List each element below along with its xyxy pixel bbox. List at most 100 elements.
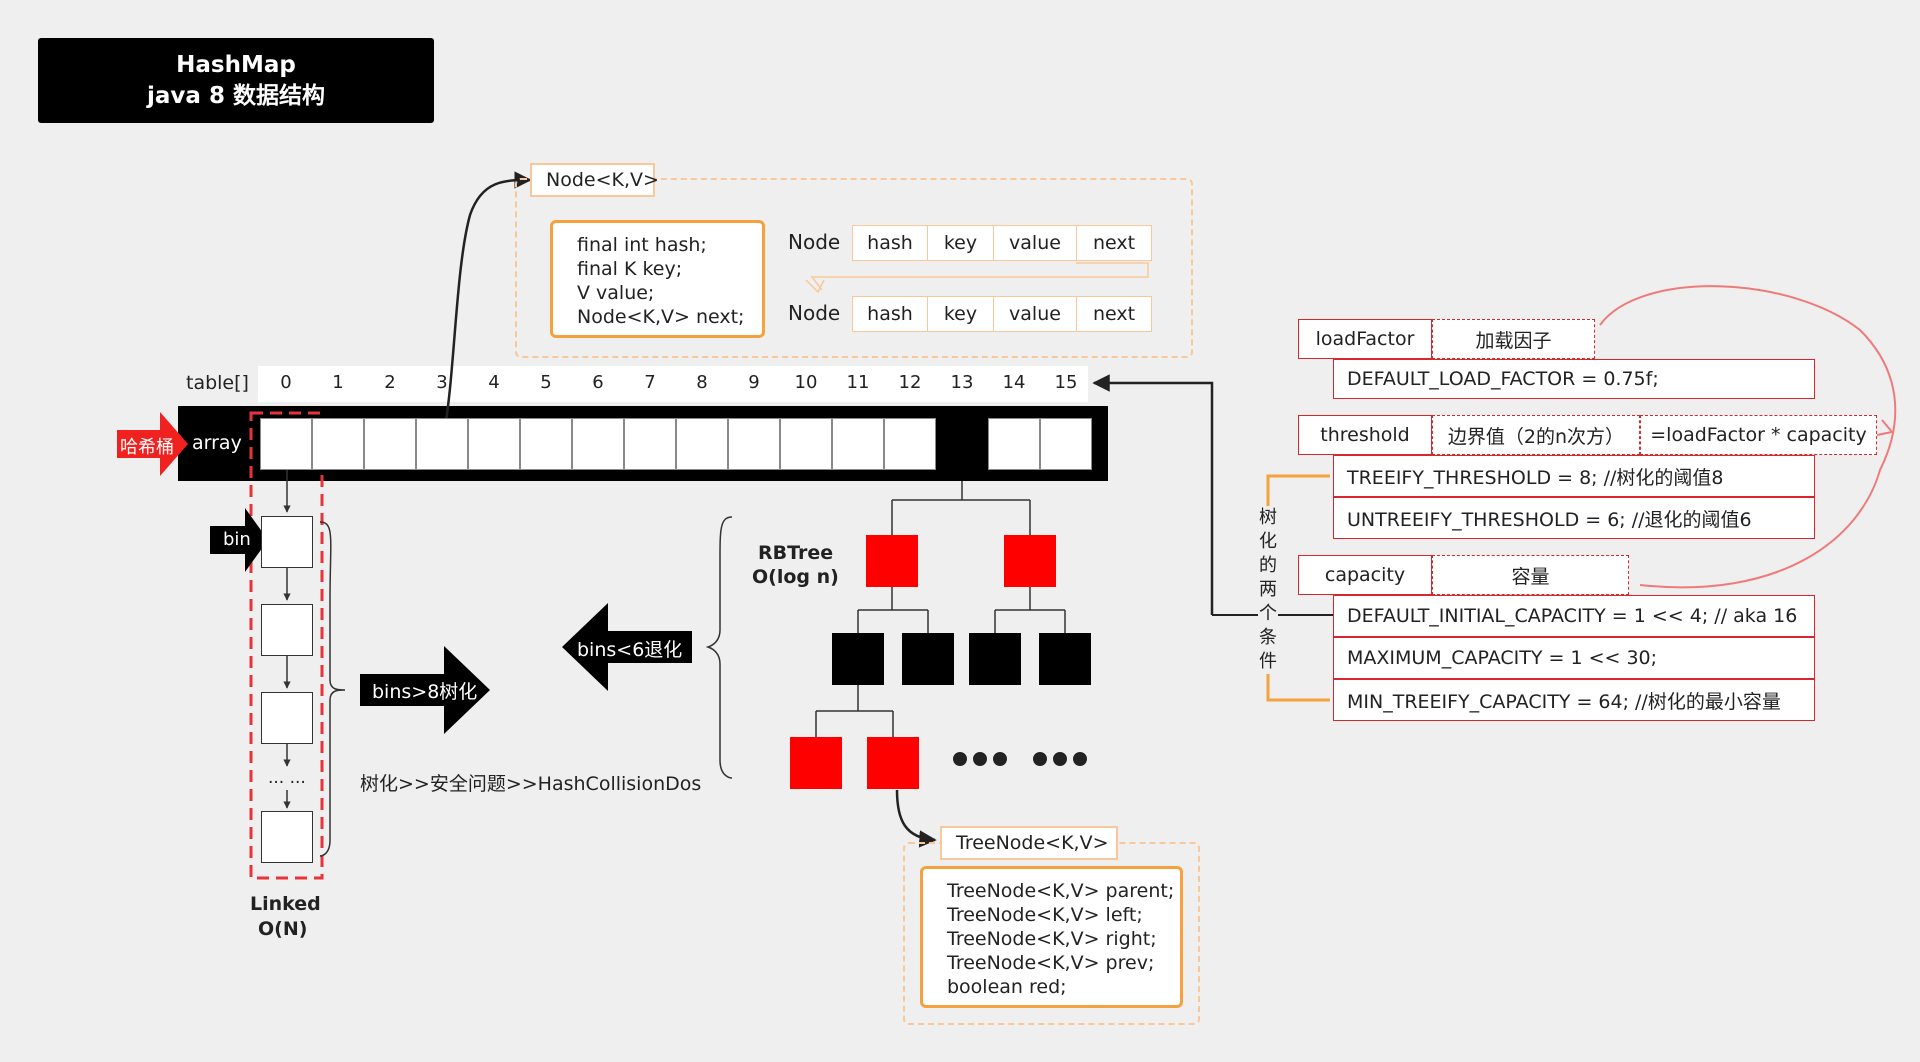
index-strip <box>258 366 1088 402</box>
treeify-arrow <box>360 646 490 734</box>
param-loadfactor-name: loadFactor <box>1298 319 1432 359</box>
param-loadfactor-desc: 加载因子 <box>1432 319 1595 359</box>
table-index: 3 <box>436 372 448 393</box>
table-index: 7 <box>644 372 656 393</box>
bucket-label: 哈希桶 <box>120 437 174 458</box>
node-row2: hash key value next <box>852 296 1152 332</box>
linked-node <box>261 811 313 863</box>
table-index: 0 <box>280 372 292 393</box>
param-threshold-desc: 边界值（2的n次方） <box>1432 415 1640 455</box>
node-field: hash <box>853 297 928 331</box>
linked-node <box>261 516 313 568</box>
array-cell <box>1040 418 1092 470</box>
param-max-capacity: MAXIMUM_CAPACITY = 1 << 30; <box>1333 637 1815 679</box>
param-untreeify-threshold: UNTREEIFY_THRESHOLD = 6; //退化的阈值6 <box>1333 497 1815 539</box>
ellipsis-dot <box>1073 752 1087 766</box>
linked-ellipsis: ... ... <box>268 768 306 788</box>
table-index: 6 <box>592 372 604 393</box>
array-cell-13 <box>936 418 988 470</box>
tree-node-red <box>1004 535 1056 587</box>
tree-node-black <box>1039 633 1091 685</box>
array-cell <box>416 418 468 470</box>
bin-label: bin <box>223 529 251 550</box>
tree-node-black <box>969 633 1021 685</box>
node-row2-label: Node <box>788 301 841 325</box>
node-field: key <box>928 297 994 331</box>
array-cell <box>624 418 676 470</box>
bin-arrow <box>210 508 268 572</box>
node-field: next <box>1092 303 1136 325</box>
param-default-capacity: DEFAULT_INITIAL_CAPACITY = 1 << 4; // ak… <box>1333 595 1815 637</box>
treeify-note: 树化>>安全问题>>HashCollisionDos <box>360 773 702 795</box>
treenode-panel-tag: TreeNode<K,V> <box>940 826 1118 860</box>
condition-char: 的 <box>1259 555 1277 576</box>
bucket-highlight <box>249 411 324 880</box>
array-cell <box>676 418 728 470</box>
rbtree-label-1: RBTree <box>758 542 834 564</box>
table-index: 2 <box>384 372 396 393</box>
tree-node-black <box>902 633 954 685</box>
array-cell <box>832 418 884 470</box>
node-field: key <box>928 226 994 260</box>
untreeify-label: bins<6退化 <box>577 639 683 661</box>
table-index: 1 <box>332 372 344 393</box>
title-box: HashMap java 8 数据结构 <box>38 38 434 123</box>
table-index: 8 <box>696 372 708 393</box>
node-row1: hash key value next <box>852 225 1152 261</box>
node-field: value <box>994 297 1077 331</box>
tree-node-red <box>790 737 842 789</box>
node-panel-tag: Node<K,V> <box>530 163 659 197</box>
condition-char: 个 <box>1259 603 1277 624</box>
param-capacity-name: capacity <box>1298 555 1432 595</box>
rbtree-label-2: O(log n) <box>752 566 839 588</box>
ellipsis-dot <box>973 752 987 766</box>
bucket-arrow <box>117 412 188 476</box>
tree-node-red <box>867 737 919 789</box>
linked-caption-1: Linked <box>250 893 321 915</box>
table-label: table[] <box>186 372 249 394</box>
treeify-label: bins>8树化 <box>372 681 478 703</box>
array-cell <box>364 418 416 470</box>
title-line1: HashMap <box>176 51 296 78</box>
array-cell <box>312 418 364 470</box>
param-capacity-desc: 容量 <box>1432 555 1629 595</box>
table-index: 10 <box>794 372 818 393</box>
ellipsis-dot <box>1033 752 1047 766</box>
table-index: 4 <box>488 372 500 393</box>
array-cell <box>884 418 936 470</box>
table-index: 9 <box>748 372 760 393</box>
ellipsis-dot <box>1053 752 1067 766</box>
tree-node-red <box>866 535 918 587</box>
node-field: next <box>1092 232 1136 254</box>
array-cell <box>728 418 780 470</box>
linked-node <box>261 692 313 744</box>
curve-to-node <box>441 171 532 439</box>
node-code: final int hash; final K key; V value; No… <box>550 220 765 338</box>
array-label: array <box>192 432 242 454</box>
array-cell <box>988 418 1040 470</box>
condition-char: 两 <box>1259 579 1277 600</box>
title-line2: java 8 数据结构 <box>147 82 325 109</box>
node-panel <box>515 178 1193 358</box>
array-cell <box>520 418 572 470</box>
treeify-conditions-label: 树化的两个条件 <box>1258 506 1278 674</box>
linked-caption-2: O(N) <box>258 918 308 940</box>
table-index: 15 <box>1054 372 1078 393</box>
node-field: hash <box>853 226 928 260</box>
param-min-treeify-capacity: MIN_TREEIFY_CAPACITY = 64; //树化的最小容量 <box>1333 679 1815 721</box>
param-threshold-formula: =loadFactor * capacity <box>1640 415 1877 455</box>
array-cell <box>260 418 312 470</box>
treenode-code: TreeNode<K,V> parent; TreeNode<K,V> left… <box>920 866 1183 1008</box>
ellipsis-dot <box>953 752 967 766</box>
untreeify-arrow <box>562 603 692 691</box>
table-index: 11 <box>846 372 870 393</box>
param-loadfactor-default: DEFAULT_LOAD_FACTOR = 0.75f; <box>1333 359 1815 399</box>
condition-char: 化 <box>1259 531 1277 552</box>
tree-node-black <box>832 633 884 685</box>
condition-char: 条 <box>1259 627 1277 648</box>
linked-node <box>261 604 313 656</box>
table-index: 13 <box>950 372 974 393</box>
table-index: 5 <box>540 372 552 393</box>
